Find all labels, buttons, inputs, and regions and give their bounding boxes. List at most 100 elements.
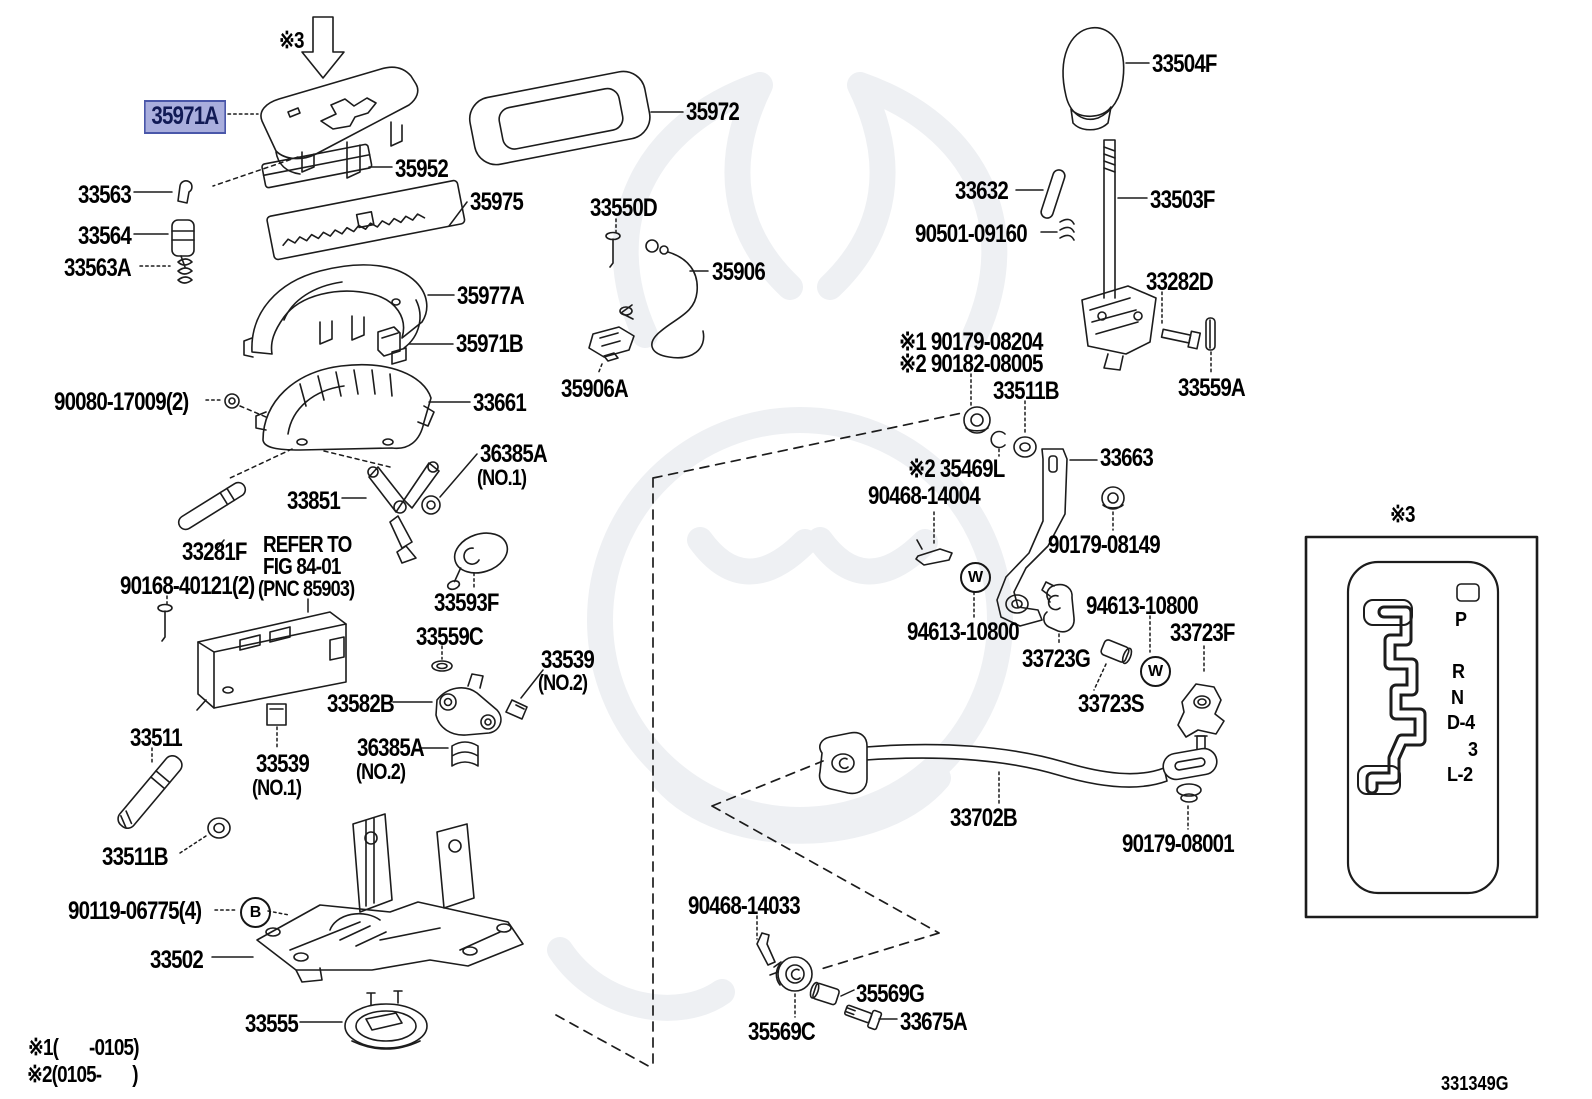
art-90179-08149-nut: [1101, 486, 1125, 510]
label-33563[interactable]: 33563: [78, 181, 132, 209]
art-33503f-lever: [1081, 139, 1157, 371]
art-35952-plate: [261, 143, 373, 189]
label-90179-08001[interactable]: 90179-08001: [1122, 830, 1235, 858]
art-33502-bracket: [256, 813, 524, 983]
label-35971A[interactable]: 35971A: [144, 100, 226, 134]
art-33563-clip: [177, 180, 193, 204]
art-35569c-bushing: [769, 956, 813, 992]
label-90501-09160[interactable]: 90501-09160: [915, 220, 1028, 248]
art-33593f-knob: [446, 532, 509, 591]
circled-letter-circ-B: B: [240, 897, 271, 928]
art-35977a-cover: [243, 264, 428, 358]
label-33723F[interactable]: 33723F: [1170, 619, 1235, 647]
label-33539-1[interactable]: 33539: [256, 750, 310, 778]
art-33511b-washer-right: [1013, 436, 1037, 458]
shift-gate-inset-box: [1304, 535, 1539, 919]
label-sym2-90182-08005[interactable]: ※2 90182-08005: [899, 350, 1043, 378]
label-sym3-top: ※3: [279, 27, 304, 53]
label-90119-06775[interactable]: 90119-06775(4): [68, 897, 202, 925]
label-33663[interactable]: 33663: [1100, 444, 1154, 472]
label-33503F[interactable]: 33503F: [1150, 186, 1215, 214]
label-36385A-2[interactable]: 36385A: [357, 734, 425, 762]
label-36385A-1[interactable]: 36385A: [480, 440, 548, 468]
gate-position-gate-L2: L-2: [1447, 764, 1473, 786]
label-33582B[interactable]: 33582B: [327, 690, 395, 718]
label-33555[interactable]: 33555: [245, 1010, 299, 1038]
art-33702b-rod: [818, 731, 1218, 795]
art-35972-bezel: [468, 70, 651, 166]
art-35569g-bushing: [809, 981, 840, 1006]
label-33511[interactable]: 33511: [130, 724, 183, 752]
label-33661[interactable]: 33661: [473, 389, 527, 417]
label-sym3-box: ※3: [1390, 501, 1415, 527]
label-90080-17009[interactable]: 90080-17009(2): [54, 388, 189, 416]
art-33632-pin: [1040, 169, 1066, 219]
dashed-assembly-lines: [555, 412, 963, 1069]
label-35906[interactable]: 35906: [712, 258, 766, 286]
art-35971b-bracket: [377, 326, 407, 365]
art-33564-plunger: [171, 219, 195, 268]
leader-lines: [133, 62, 1150, 1023]
art-33563a-spring: [177, 258, 193, 284]
label-33723S[interactable]: 33723S: [1078, 690, 1145, 718]
label-33559A[interactable]: 33559A: [1178, 374, 1246, 402]
label-33559C[interactable]: 33559C: [416, 623, 484, 651]
label-33675A[interactable]: 33675A: [900, 1008, 968, 1036]
label-35569C[interactable]: 35569C: [748, 1018, 816, 1046]
label-94613-10800-L[interactable]: 94613-10800: [907, 618, 1020, 646]
label-33511B-R[interactable]: 33511B: [993, 377, 1060, 405]
gate-position-gate-R: R: [1452, 661, 1465, 683]
label-90468-14004[interactable]: 90468-14004: [868, 482, 981, 510]
art-33661-housing: [255, 364, 435, 451]
label-35975[interactable]: 35975: [470, 188, 524, 216]
art-33550d-screw: [605, 231, 621, 268]
art-90501-spring: [1059, 218, 1075, 241]
label-sym1-90179-08204[interactable]: ※1 90179-08204: [899, 328, 1043, 356]
label-33851[interactable]: 33851: [287, 487, 341, 515]
label-33539-2[interactable]: 33539: [541, 646, 595, 674]
art-33582b-lever: [435, 673, 502, 736]
label-33593F[interactable]: 33593F: [434, 589, 499, 617]
label-90168-40121[interactable]: 90168-40121(2): [120, 572, 255, 600]
label-36385A-1-no: (NO.1): [477, 465, 527, 490]
art-33504f-knob: [1062, 27, 1125, 131]
label-33550D[interactable]: 33550D: [590, 194, 658, 222]
art-90168-screw: [157, 603, 173, 642]
label-35569G[interactable]: 35569G: [856, 980, 925, 1008]
label-35972[interactable]: 35972: [686, 98, 740, 126]
label-33504F[interactable]: 33504F: [1152, 50, 1217, 78]
label-33511B-L[interactable]: 33511B: [102, 843, 169, 871]
label-33723G[interactable]: 33723G: [1022, 645, 1091, 673]
label-33282D[interactable]: 33282D: [1146, 268, 1214, 296]
art-33539-1-block: [266, 703, 287, 726]
label-36385A-2-no: (NO.2): [356, 759, 406, 784]
label-33702B[interactable]: 33702B: [950, 804, 1018, 832]
art-33663-lever: [996, 448, 1068, 627]
label-35952[interactable]: 35952: [395, 155, 449, 183]
label-33281F[interactable]: 33281F: [182, 538, 247, 566]
label-94613-10800-R[interactable]: 94613-10800: [1086, 592, 1199, 620]
label-sym2-35469L[interactable]: ※2 35469L: [908, 455, 1005, 483]
label-90179-08149[interactable]: 90179-08149: [1048, 531, 1161, 559]
art-35975-plate: [266, 179, 466, 261]
label-33563A[interactable]: 33563A: [64, 254, 132, 282]
label-refer-3: (PNC 85903): [258, 576, 355, 601]
gate-position-gate-D4: D-4: [1447, 712, 1475, 734]
label-35906A[interactable]: 35906A: [561, 375, 629, 403]
label-90468-14033[interactable]: 90468-14033: [688, 892, 801, 920]
label-drawing-code: 331349G: [1441, 1073, 1509, 1095]
label-33632[interactable]: 33632: [955, 177, 1009, 205]
art-33281f-pin: [177, 481, 247, 531]
circled-letter-circ-W-R: W: [1140, 656, 1171, 687]
art-90179-08001-grommet: [1176, 783, 1202, 803]
gate-position-gate-N: N: [1451, 687, 1464, 709]
label-35977A[interactable]: 35977A: [457, 282, 525, 310]
watermark-graphic: [547, 72, 1013, 1021]
down-arrow-icon: [301, 16, 345, 79]
label-35971B[interactable]: 35971B: [456, 330, 524, 358]
art-33723g-clamp: [1041, 581, 1075, 633]
label-33502[interactable]: 33502: [150, 946, 204, 974]
art-33282d-bolt: [1160, 328, 1202, 350]
label-33564[interactable]: 33564: [78, 222, 132, 250]
